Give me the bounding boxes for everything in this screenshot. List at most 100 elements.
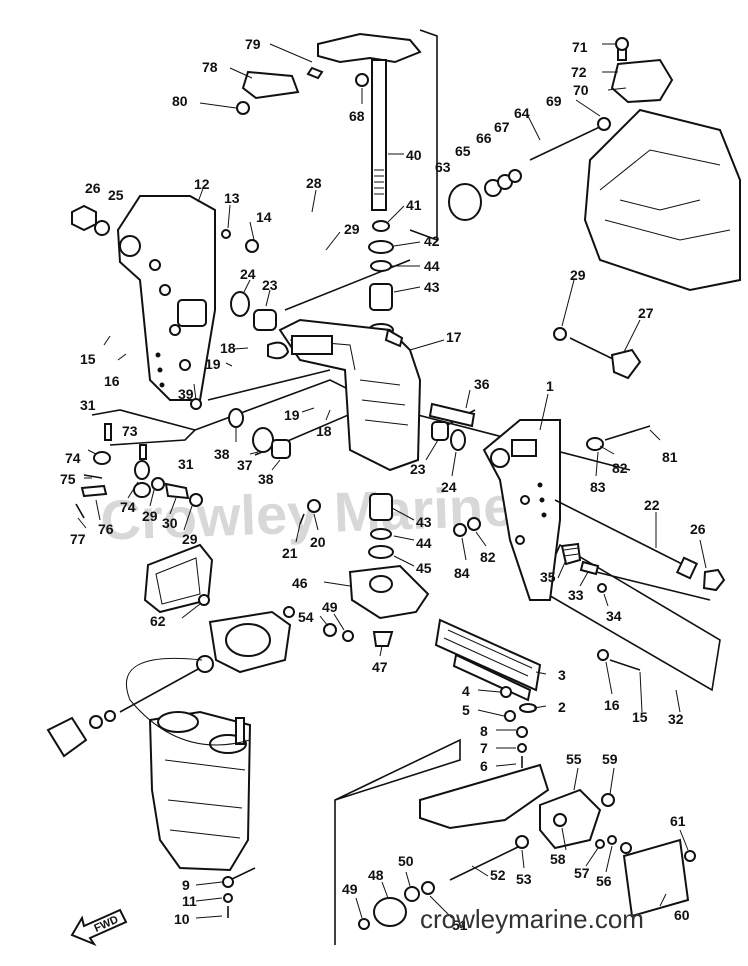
callout-73: 73	[122, 423, 138, 439]
callout-27: 27	[638, 305, 654, 321]
callout-60: 60	[674, 907, 690, 923]
callout-23-left: 23	[262, 277, 278, 293]
fwd-arrow-icon: FWD	[70, 908, 128, 947]
callout-24-right: 24	[441, 479, 457, 495]
callout-49-bottom: 49	[342, 881, 358, 897]
callout-12: 12	[194, 176, 210, 192]
callout-51: 51	[452, 917, 468, 933]
callout-43-bottom: 43	[416, 514, 432, 530]
callout-80: 80	[172, 93, 188, 109]
callout-58: 58	[550, 851, 566, 867]
tilt-bushings-left	[207, 291, 331, 401]
footer-site-name: crowleymarine.com	[420, 904, 644, 934]
callout-30: 30	[162, 515, 178, 531]
callout-70: 70	[573, 82, 589, 98]
lower-mount-housing	[323, 564, 430, 647]
callout-4: 4	[462, 683, 470, 699]
spring-and-pin	[560, 542, 711, 601]
callout-48: 48	[368, 867, 384, 883]
callout-57: 57	[574, 865, 590, 881]
callout-71: 71	[572, 39, 588, 55]
callout-26-left: 26	[85, 180, 101, 196]
clamp-bracket-right	[482, 419, 651, 601]
callout-28: 28	[306, 175, 322, 191]
washers-82-84	[453, 517, 481, 537]
callout-44-bottom: 44	[416, 535, 432, 551]
callout-72: 72	[571, 64, 587, 80]
callout-83: 83	[590, 479, 606, 495]
callout-2: 2	[558, 699, 566, 715]
callout-29-right: 29	[570, 267, 586, 283]
callout-23-right: 23	[410, 461, 426, 477]
callout-84: 84	[454, 565, 470, 581]
steering-shaft-bushings	[368, 220, 394, 337]
callout-67: 67	[494, 119, 510, 135]
callout-38-right: 38	[258, 471, 274, 487]
callout-77: 77	[70, 531, 86, 547]
callout-82-left: 82	[480, 549, 496, 565]
callout-75: 75	[60, 471, 76, 487]
callout-37: 37	[237, 457, 253, 473]
callout-18-top: 18	[220, 340, 236, 356]
callout-61: 61	[670, 813, 686, 829]
callout-24-left: 24	[240, 266, 256, 282]
thru-tube	[554, 499, 726, 592]
callout-69: 69	[546, 93, 562, 109]
callout-66: 66	[476, 130, 492, 146]
callout-14: 14	[256, 209, 272, 225]
callout-8: 8	[480, 723, 488, 739]
callout-62: 62	[150, 613, 166, 629]
callout-7: 7	[480, 740, 488, 756]
anode-plates	[434, 618, 542, 768]
callout-25: 25	[108, 187, 124, 203]
callout-65: 65	[455, 143, 471, 159]
callout-81: 81	[662, 449, 678, 465]
leader-lines	[77, 43, 707, 919]
callout-13: 13	[224, 190, 240, 206]
callout-1: 1	[546, 378, 554, 394]
callout-11: 11	[182, 893, 197, 909]
callout-41: 41	[406, 197, 422, 213]
callout-42: 42	[424, 233, 440, 249]
callout-53: 53	[516, 871, 532, 887]
callout-56: 56	[596, 873, 612, 889]
callout-3: 3	[558, 667, 566, 683]
callout-76: 76	[98, 521, 114, 537]
bolt-15-16	[597, 649, 641, 671]
callout-31-left: 31	[80, 397, 96, 413]
upper-mount-assembly	[448, 37, 741, 292]
lower-rubber-mount	[143, 543, 295, 674]
callout-16-bottom: 16	[604, 697, 620, 713]
callout-68: 68	[349, 108, 365, 124]
callout-44-top: 44	[424, 258, 440, 274]
callout-26-right: 26	[690, 521, 706, 537]
bushings-37-38	[190, 398, 291, 459]
lower-bushings	[299, 493, 394, 559]
callout-labels: 71 72 70 69 64 67 66 65 63 79 78 80 68 4…	[60, 36, 706, 933]
swivel-bracket	[278, 318, 422, 472]
lock-mechanism-parts	[75, 423, 203, 519]
callout-10: 10	[174, 911, 190, 927]
callout-38-left: 38	[214, 446, 230, 462]
callout-45: 45	[416, 560, 432, 576]
callout-32: 32	[668, 711, 684, 727]
callout-74-left: 74	[65, 450, 81, 466]
callout-19-top: 19	[205, 356, 221, 372]
callout-39: 39	[178, 386, 194, 402]
callout-15-bottom: 15	[632, 709, 648, 725]
callout-36: 36	[474, 376, 490, 392]
tilt-pin	[428, 402, 476, 428]
callout-82-right: 82	[612, 460, 628, 476]
callout-29-low: 29	[142, 508, 158, 524]
callout-49-mid: 49	[322, 599, 338, 615]
steering-bracket	[236, 32, 422, 211]
callout-54: 54	[298, 609, 314, 625]
callout-59: 59	[602, 751, 618, 767]
callout-18-mid: 18	[316, 423, 332, 439]
callout-63: 63	[435, 159, 451, 175]
callout-22: 22	[644, 497, 660, 513]
callout-74-mid: 74	[120, 499, 136, 515]
clamp-bracket-left	[71, 195, 259, 401]
callout-29-top: 29	[344, 221, 360, 237]
